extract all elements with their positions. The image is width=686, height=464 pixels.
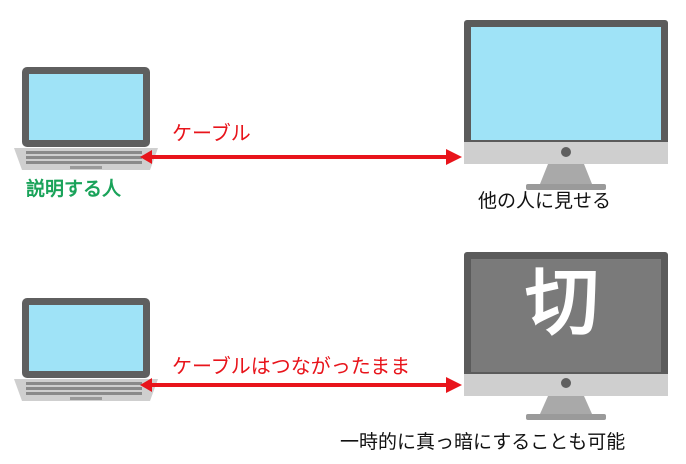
cable-label-top: ケーブル (172, 121, 251, 145)
cable-arrow-top (140, 149, 462, 165)
monitor-off-icon (464, 252, 668, 420)
caption-bottom: 一時的に真っ暗にすることも可能 (340, 431, 626, 453)
cable-arrow-bottom (140, 377, 462, 393)
laptop-icon (14, 298, 158, 401)
presenter-label: 説明する人 (26, 178, 122, 200)
monitor-off-character: 切 (525, 260, 599, 346)
caption-top: 他の人に見せる (478, 190, 612, 212)
laptop-icon (14, 67, 158, 170)
monitor-icon (464, 20, 668, 190)
cable-label-bottom: ケーブルはつながったまま (172, 354, 411, 378)
